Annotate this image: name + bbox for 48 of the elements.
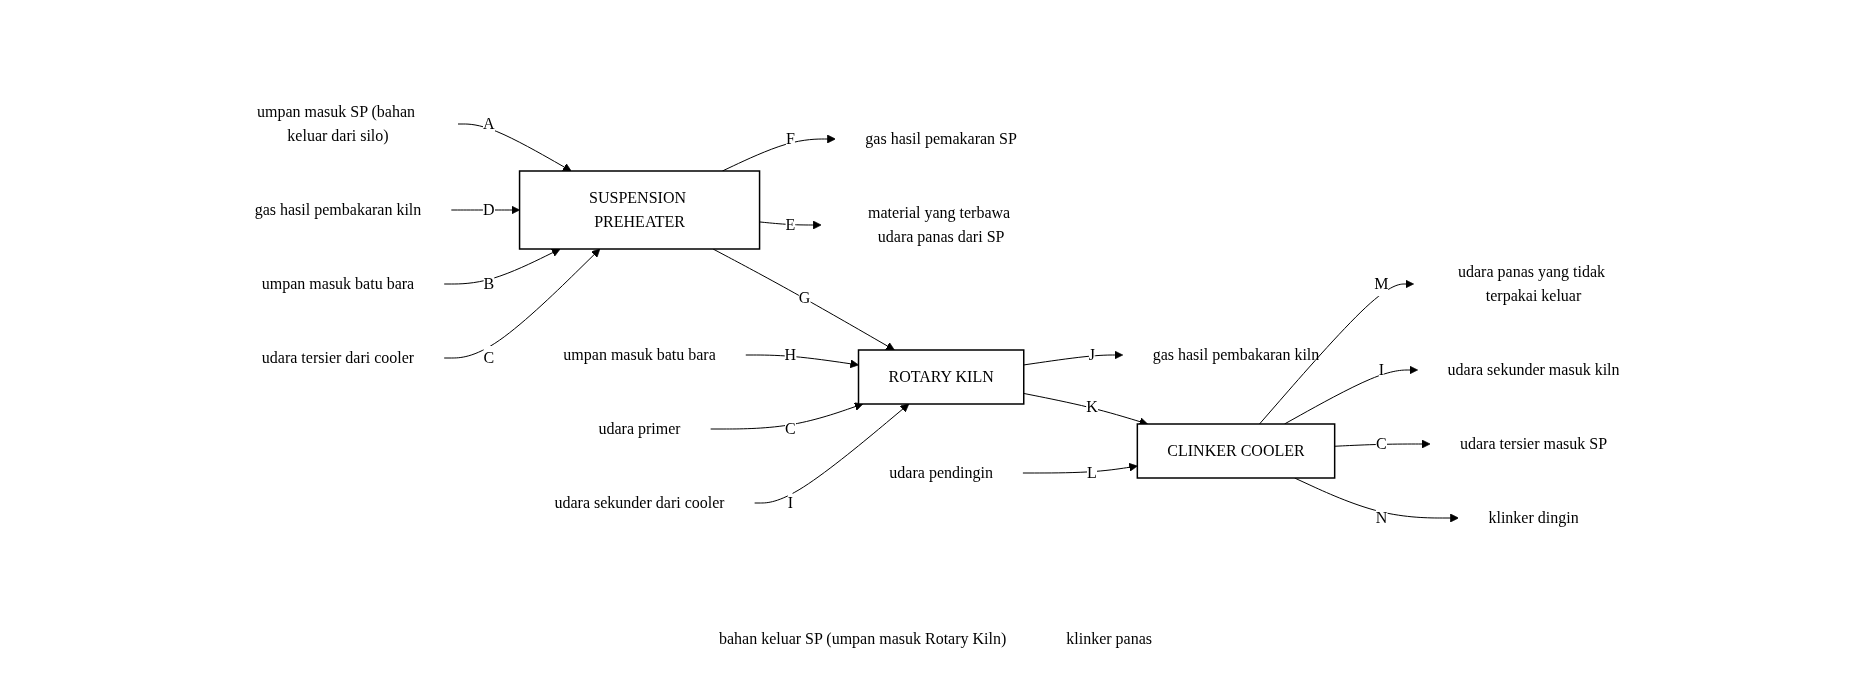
edge-label: I: [787, 494, 793, 511]
node-text: udara tersier dari cooler: [261, 349, 414, 366]
node-text: klinker dingin: [1488, 509, 1579, 526]
arrow: [1258, 279, 1414, 425]
node-text: umpan masuk batu bara: [563, 346, 716, 363]
node-text: gas hasil pembakaran kiln: [254, 201, 422, 218]
arrow: [443, 248, 561, 285]
arrow: [709, 402, 863, 430]
stream-note: bahan keluar SP (umpan masuk Rotary Kiln): [718, 630, 1007, 648]
edge-label: N: [1375, 509, 1387, 526]
node-text: udara sekunder masuk kiln: [1447, 361, 1620, 378]
edge-label: M: [1374, 275, 1389, 292]
node-text: gas hasil pembakaran kiln: [1152, 346, 1320, 363]
edge-label: L: [1086, 464, 1097, 481]
node-text: udara panas yang tidak terpakai keluar: [1457, 263, 1605, 304]
edge-label: H: [784, 346, 796, 363]
node-text: udara pendingin: [889, 464, 993, 481]
arrow: [1283, 365, 1418, 425]
edge-label: J: [1088, 346, 1095, 363]
node-box: CLINKER COOLER: [1136, 423, 1336, 479]
arrow: [721, 134, 836, 172]
node-text: material yang terbawa udara panas dari SP: [867, 204, 1010, 245]
edge-label: A: [482, 115, 495, 132]
node-box: SUSPENSION PREHEATER: [518, 170, 761, 250]
arrow: [753, 403, 909, 504]
node-box: ROTARY KILN: [857, 349, 1025, 405]
arrow: [457, 123, 572, 172]
edge-label: C: [1375, 435, 1387, 452]
arrow: [745, 354, 859, 369]
edge-label: G: [798, 289, 810, 307]
edge-label: E: [785, 216, 795, 233]
edge-label: B: [483, 275, 494, 292]
arrow: [443, 248, 600, 359]
node-text: udara primer: [598, 420, 681, 437]
node-text: umpan masuk batu bara: [261, 275, 414, 292]
arrow: [1022, 462, 1138, 474]
edge-label: K: [1085, 398, 1098, 415]
arrow: [450, 205, 520, 215]
node-text: gas hasil pemakaran SP: [865, 130, 1017, 147]
node-text: umpan masuk SP (bahan keluar dari silo): [256, 103, 415, 144]
node-text: udara sekunder dari cooler: [554, 494, 725, 511]
edge-label: D: [482, 201, 495, 218]
edge-label: F: [785, 130, 795, 147]
edge-label: I: [1378, 361, 1384, 378]
stream-note: klinker panas: [1066, 630, 1153, 648]
node-text: udara tersier masuk SP: [1459, 435, 1607, 452]
edge-label: C: [784, 420, 796, 437]
edge-label: C: [483, 349, 494, 366]
